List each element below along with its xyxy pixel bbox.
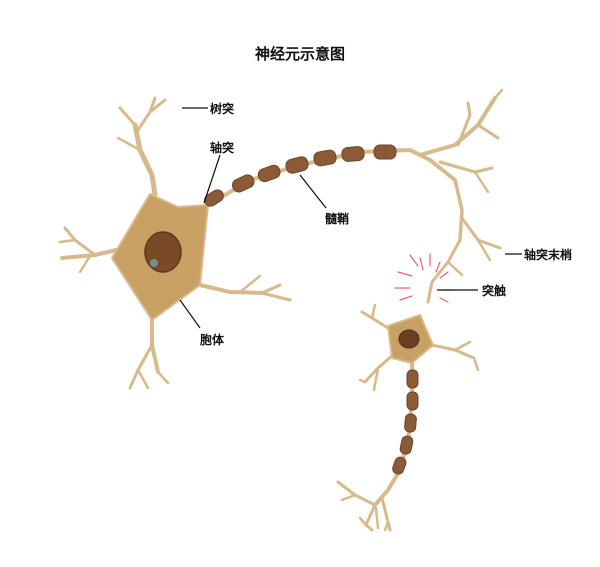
svg-text:胞体: 胞体 <box>200 332 225 347</box>
dendrites-secondary <box>358 303 480 392</box>
synapse-sparkle <box>394 253 453 303</box>
label-myelin: 髓鞘 <box>299 174 349 226</box>
svg-text:髓鞘: 髓鞘 <box>325 211 349 226</box>
axon-terminal-branches <box>418 88 504 304</box>
terminal-branches-secondary <box>336 480 392 532</box>
neuron-secondary <box>336 303 480 532</box>
label-dendrite: 树突 <box>182 101 234 116</box>
svg-text:树突: 树突 <box>210 101 234 116</box>
svg-text:轴突: 轴突 <box>210 140 234 155</box>
svg-text:突触: 突触 <box>482 283 506 298</box>
label-synapse: 突触 <box>437 283 506 298</box>
svg-text:轴突末梢: 轴突末梢 <box>524 247 572 262</box>
nucleus-main <box>144 231 182 273</box>
label-axon-terminal: 轴突末梢 <box>505 247 572 262</box>
neuron-main <box>58 88 504 390</box>
dendrites-main <box>58 96 292 390</box>
label-soma: 胞体 <box>179 299 225 347</box>
myelin-sheath-main <box>204 144 397 207</box>
myelin-sheath-secondary <box>392 369 419 475</box>
nucleus-secondary <box>398 329 420 349</box>
label-axon: 轴突 <box>203 140 234 204</box>
diagram-title: 神经元示意图 <box>255 45 345 63</box>
